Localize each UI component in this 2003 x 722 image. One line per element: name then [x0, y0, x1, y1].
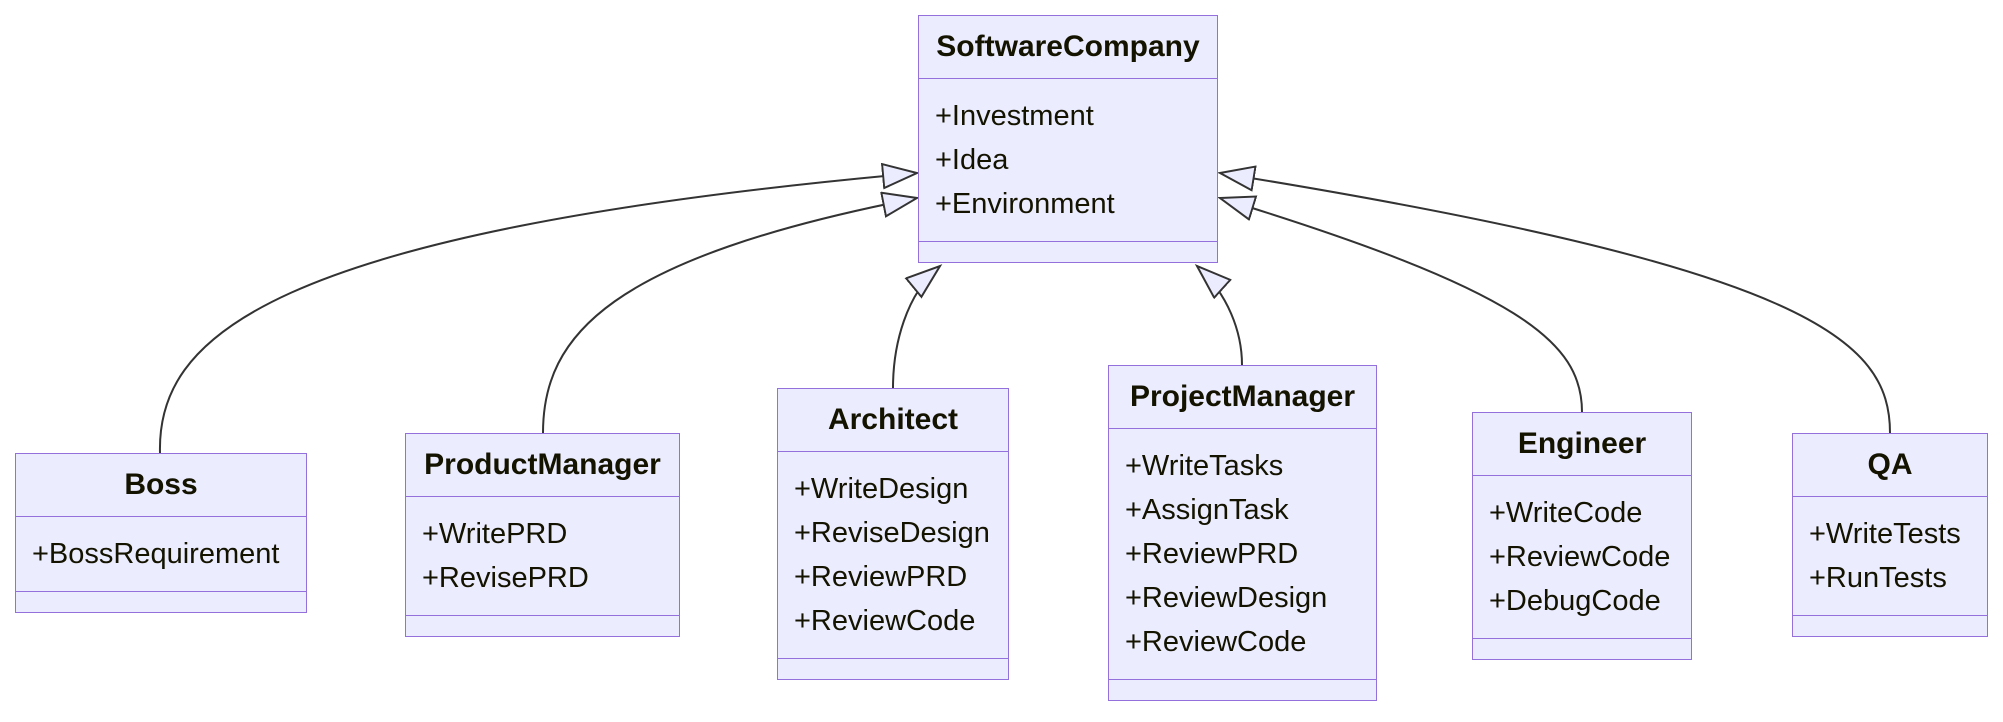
- class-qa: QA +WriteTests +RunTests: [1792, 433, 1988, 637]
- class-member: +ReviewCode: [1125, 626, 1307, 658]
- class-title: ProductManager: [406, 434, 679, 497]
- class-members: +WriteTests +RunTests: [1793, 497, 1987, 615]
- class-methods-empty: [919, 241, 1217, 262]
- edge-boss-inheritance: [158, 173, 917, 454]
- class-member: +ReviewPRD: [794, 561, 968, 593]
- class-title: ProjectManager: [1109, 366, 1376, 429]
- class-methods-empty: [1473, 638, 1691, 659]
- class-boss: Boss +BossRequirement: [15, 453, 307, 613]
- class-member: +BossRequirement: [32, 538, 280, 570]
- edge-architect-inheritance: [892, 266, 940, 389]
- class-softwarecompany: SoftwareCompany +Investment +Idea +Envir…: [918, 15, 1218, 263]
- class-member: +RunTests: [1809, 562, 1947, 594]
- class-member: +ReviewPRD: [1125, 538, 1299, 570]
- class-methods-empty: [778, 658, 1008, 679]
- class-member: +Environment: [935, 188, 1115, 220]
- class-projectmanager: ProjectManager +WriteTasks +AssignTask +…: [1108, 365, 1377, 701]
- edge-qa-inheritance: [1220, 173, 1891, 434]
- class-title: QA: [1793, 434, 1987, 497]
- class-member: +WriteDesign: [794, 473, 969, 505]
- class-member: +ReviewDesign: [1125, 582, 1328, 614]
- class-productmanager: ProductManager +WritePRD +RevisePRD: [405, 433, 680, 637]
- class-member: +ReviseDesign: [794, 517, 990, 549]
- class-member: +ReviewCode: [794, 605, 976, 637]
- class-member: +WriteTasks: [1125, 450, 1284, 482]
- class-title: Architect: [778, 389, 1008, 452]
- class-methods-empty: [1793, 615, 1987, 636]
- class-member: +AssignTask: [1125, 494, 1289, 526]
- class-architect: Architect +WriteDesign +ReviseDesign +Re…: [777, 388, 1009, 680]
- class-members: +WriteTasks +AssignTask +ReviewPRD +Revi…: [1109, 429, 1376, 679]
- class-title: SoftwareCompany: [919, 16, 1217, 79]
- class-members: +BossRequirement: [16, 517, 306, 591]
- class-members: +WriteDesign +ReviseDesign +ReviewPRD +R…: [778, 452, 1008, 658]
- edge-projectmanager-inheritance: [1197, 266, 1243, 366]
- class-member: +RevisePRD: [422, 562, 589, 594]
- class-member: +WriteCode: [1489, 497, 1643, 529]
- class-methods-empty: [16, 591, 306, 612]
- class-member: +ReviewCode: [1489, 541, 1671, 573]
- class-members: +WriteCode +ReviewCode +DebugCode: [1473, 476, 1691, 638]
- class-title: Boss: [16, 454, 306, 517]
- class-methods-empty: [406, 615, 679, 636]
- class-member: +WriteTests: [1809, 518, 1961, 550]
- class-members: +Investment +Idea +Environment: [919, 79, 1217, 241]
- edge-productmanager-inheritance: [542, 198, 917, 434]
- class-member: +Idea: [935, 144, 1009, 176]
- class-member: +WritePRD: [422, 518, 568, 550]
- class-members: +WritePRD +RevisePRD: [406, 497, 679, 615]
- edge-engineer-inheritance: [1220, 198, 1583, 413]
- class-engineer: Engineer +WriteCode +ReviewCode +DebugCo…: [1472, 412, 1692, 660]
- class-title: Engineer: [1473, 413, 1691, 476]
- class-methods-empty: [1109, 679, 1376, 700]
- class-member: +Investment: [935, 100, 1094, 132]
- class-member: +DebugCode: [1489, 585, 1661, 617]
